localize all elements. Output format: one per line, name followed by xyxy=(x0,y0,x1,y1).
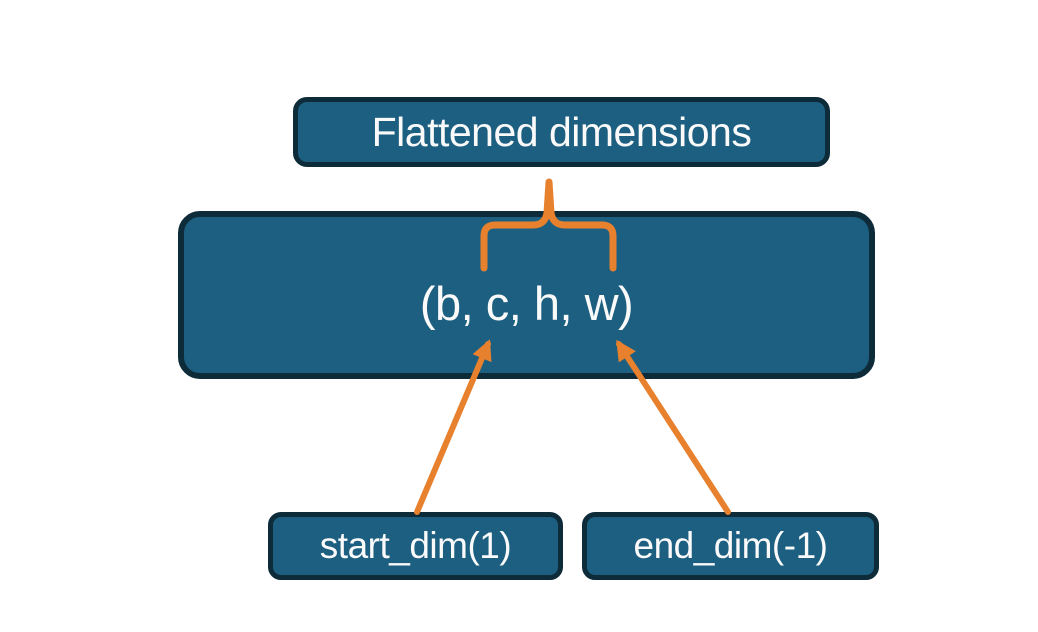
node-end-dim-label: end_dim(-1) xyxy=(633,525,828,566)
node-tensor-shape-label: (b, c, h, w) xyxy=(419,276,634,330)
node-flattened-dimensions: Flattened dimensions xyxy=(293,97,830,167)
node-end-dim: end_dim(-1) xyxy=(582,512,879,580)
node-start-dim: start_dim(1) xyxy=(268,512,563,580)
node-start-dim-label: start_dim(1) xyxy=(319,525,512,566)
node-flattened-dimensions-label: Flattened dimensions xyxy=(371,108,752,155)
node-tensor-shape: (b, c, h, w) xyxy=(178,211,875,379)
